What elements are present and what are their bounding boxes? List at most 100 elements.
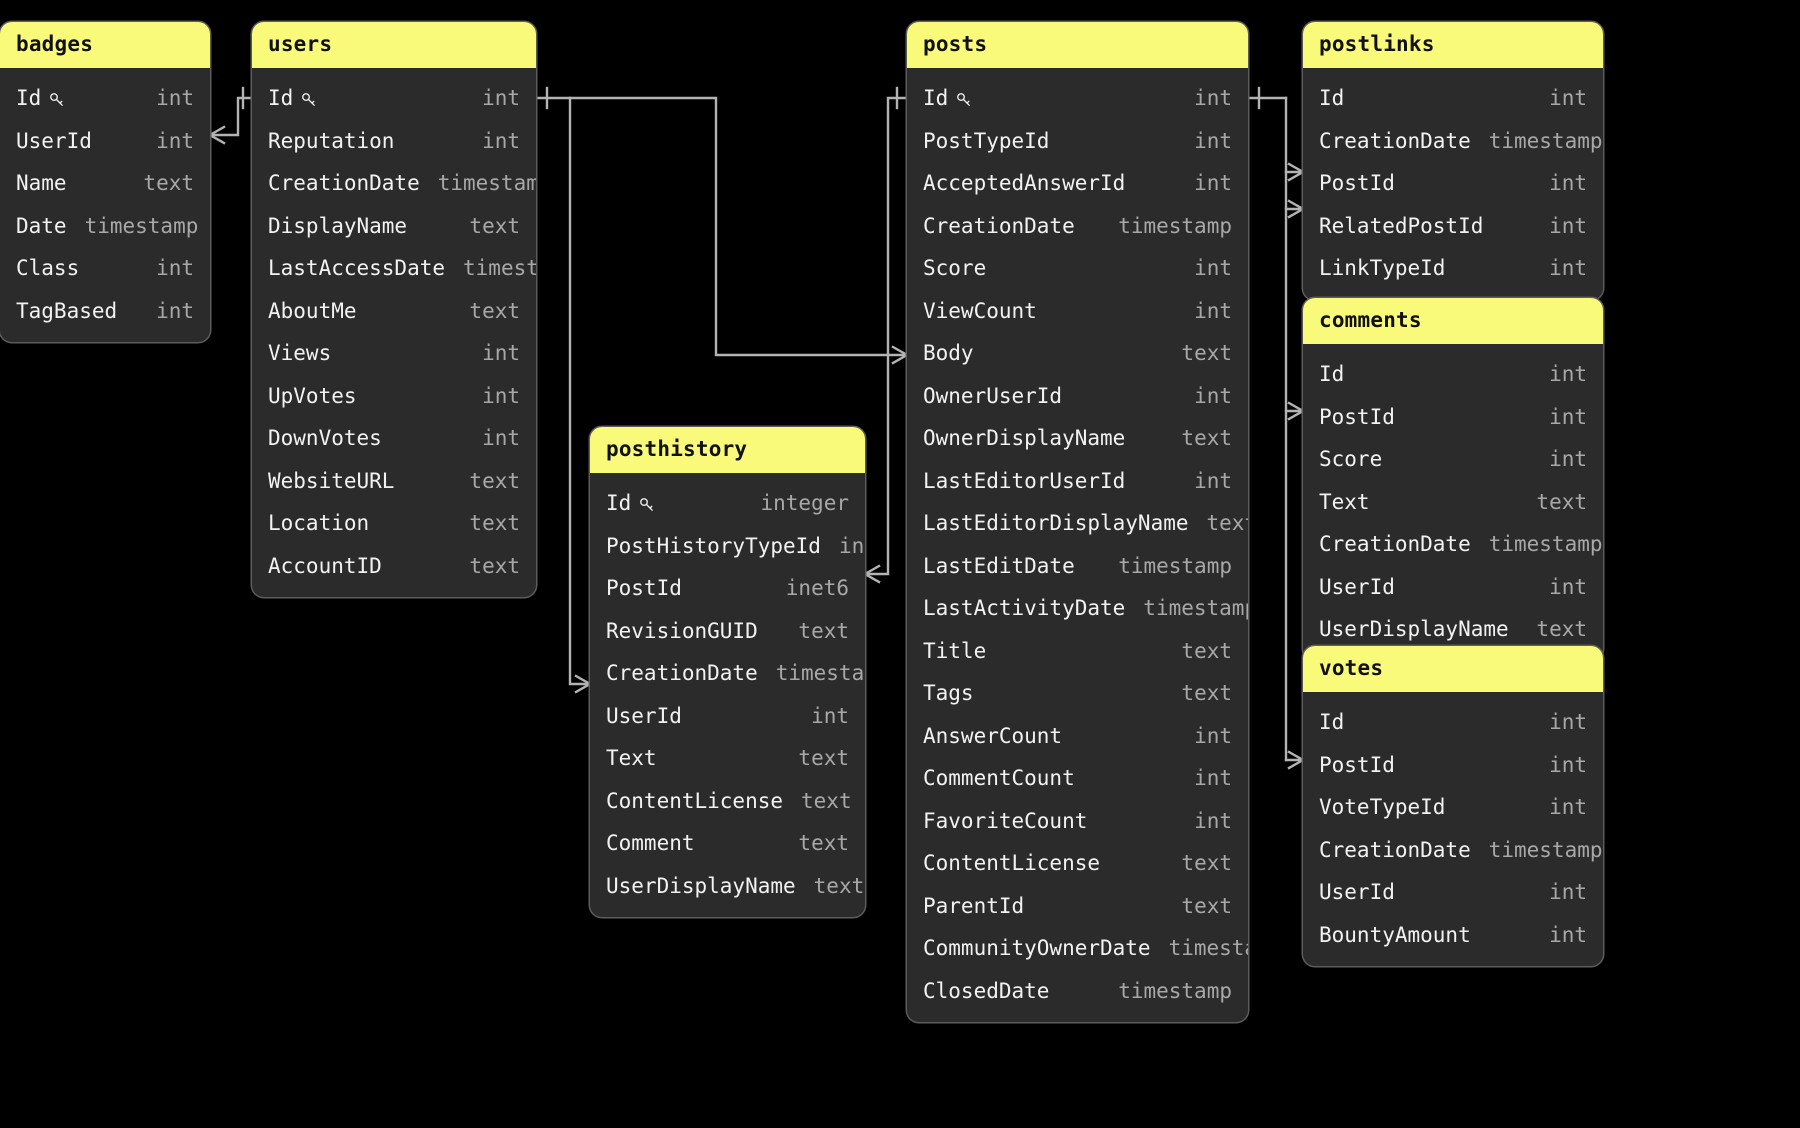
- field-type: int: [811, 703, 849, 728]
- table-title-posthistory[interactable]: posthistory: [590, 427, 865, 473]
- field-name-wrapper: Title: [923, 639, 986, 663]
- table-title-users[interactable]: users: [252, 22, 536, 68]
- field-name-wrapper: RelatedPostId: [1319, 214, 1483, 238]
- field-name: UserId: [16, 128, 92, 153]
- field-name: Location: [268, 511, 370, 536]
- field-name: ViewCount: [923, 298, 1037, 323]
- field-row[interactable]: LastEditorDisplayNametext: [907, 502, 1248, 545]
- table-title-comments[interactable]: comments: [1303, 298, 1603, 344]
- field-row[interactable]: LastAccessDatetimestamp: [252, 247, 536, 290]
- field-type: int: [1549, 86, 1587, 111]
- field-row[interactable]: CommunityOwnerDatetimestamp: [907, 927, 1248, 970]
- table-title-badges[interactable]: badges: [0, 22, 210, 68]
- table-card-posthistory[interactable]: posthistoryIdintegerPostHistoryTypeIdint…: [590, 427, 865, 917]
- field-name-wrapper: PostId: [1319, 405, 1395, 429]
- table-title-postlinks[interactable]: postlinks: [1303, 22, 1603, 68]
- table-title-votes[interactable]: votes: [1303, 646, 1603, 692]
- field-type: timestamp: [1118, 978, 1232, 1003]
- field-row[interactable]: PostHistoryTypeIdint: [590, 525, 865, 568]
- field-type: text: [1181, 851, 1232, 876]
- field-name: ParentId: [923, 893, 1025, 918]
- field-name: CreationDate: [1319, 837, 1471, 862]
- field-name-wrapper: TagBased: [16, 299, 117, 323]
- field-name: DownVotes: [268, 426, 382, 451]
- table-title-posts[interactable]: posts: [907, 22, 1248, 68]
- field-name: UserDisplayName: [1319, 617, 1509, 642]
- field-name: BountyAmount: [1319, 922, 1471, 947]
- field-name: Title: [923, 638, 987, 663]
